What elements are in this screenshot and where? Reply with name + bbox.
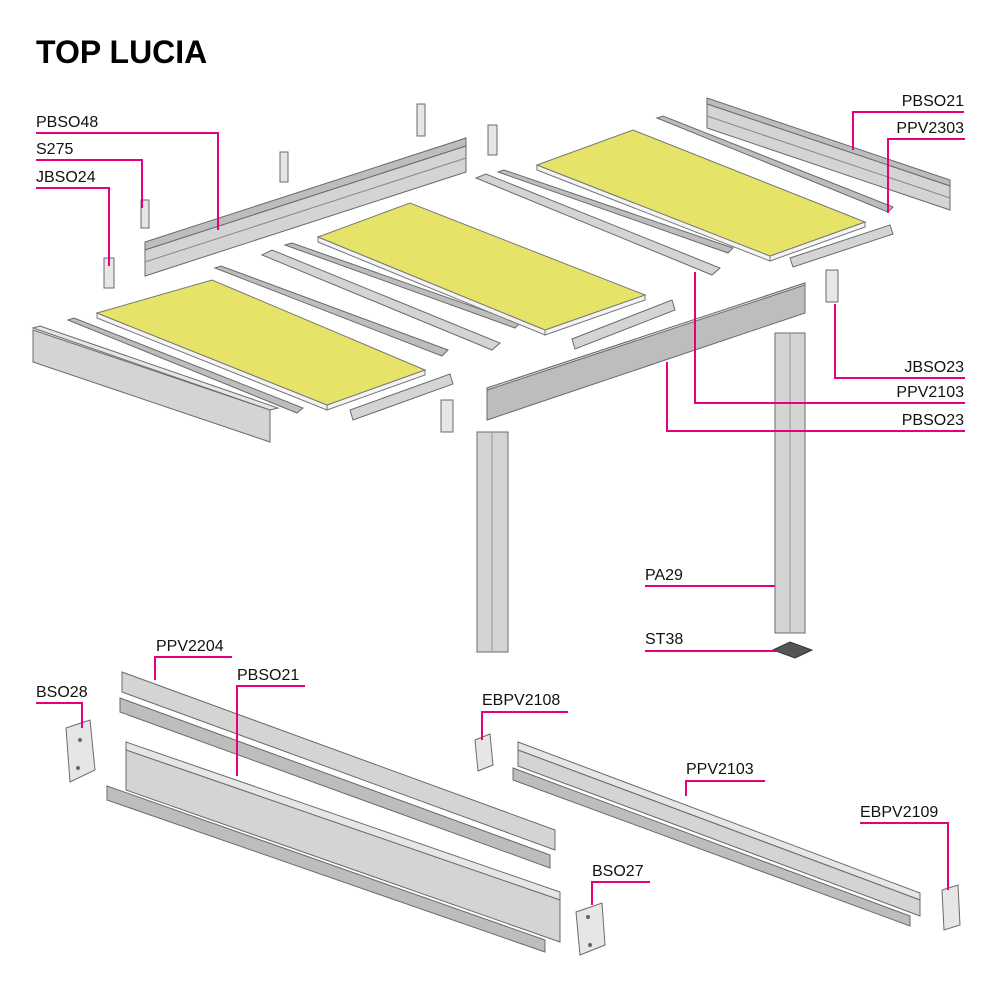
callout-ppv2303: PPV2303 xyxy=(887,120,965,213)
part-bso27 xyxy=(575,902,606,956)
callout-ppv2103-top: PPV2103 xyxy=(694,272,965,404)
svg-text:PPV2103: PPV2103 xyxy=(896,384,964,401)
part-pbso21-top xyxy=(706,97,951,211)
part-pbso48 xyxy=(144,137,467,277)
svg-text:JBSO24: JBSO24 xyxy=(36,169,96,186)
callout-jbso23: JBSO23 xyxy=(834,304,965,379)
svg-text:PPV2204: PPV2204 xyxy=(156,638,224,655)
svg-text:EBPV2108: EBPV2108 xyxy=(482,692,560,709)
callout-pbso21-bottom: PBSO21 xyxy=(236,667,305,776)
bracket-parts-lower xyxy=(440,269,839,433)
svg-text:EBPV2109: EBPV2109 xyxy=(860,804,938,821)
callout-bso27: BSO27 xyxy=(591,863,650,905)
diagram-title: TOP LUCIA xyxy=(36,34,208,70)
part-pbso23 xyxy=(486,282,806,421)
callout-ppv2103-bottom: PPV2103 xyxy=(685,761,765,796)
callout-pbso21-top: PBSO21 xyxy=(852,93,964,150)
part-st38 xyxy=(771,641,814,659)
bracket-parts-top xyxy=(103,103,498,289)
part-ebpv2108 xyxy=(474,733,494,772)
svg-text:ST38: ST38 xyxy=(645,631,683,648)
rail-profiles xyxy=(66,115,894,421)
callout-pbso23: PBSO23 xyxy=(666,362,965,432)
svg-text:PBSO48: PBSO48 xyxy=(36,114,98,131)
part-ppv2204 xyxy=(119,671,556,869)
callout-ebpv2109: EBPV2109 xyxy=(860,804,949,890)
part-pa29-posts xyxy=(476,332,806,653)
callout-jbso24: JBSO24 xyxy=(36,169,110,266)
polycarbonate-panels xyxy=(95,129,867,411)
svg-text:S275: S275 xyxy=(36,141,73,158)
callout-ebpv2108: EBPV2108 xyxy=(481,692,568,740)
svg-text:BSO27: BSO27 xyxy=(592,863,644,880)
callout-s275: S275 xyxy=(36,141,143,208)
callout-ppv2204: PPV2204 xyxy=(154,638,232,680)
part-ebpv2109 xyxy=(941,884,961,931)
part-pbso21-bottom xyxy=(106,741,561,953)
svg-text:PBSO21: PBSO21 xyxy=(237,667,299,684)
svg-text:PA29: PA29 xyxy=(645,567,683,584)
svg-text:PPV2303: PPV2303 xyxy=(896,120,964,137)
part-front-gutter xyxy=(31,325,280,443)
svg-text:BSO28: BSO28 xyxy=(36,684,88,701)
part-bso28 xyxy=(65,719,96,783)
callout-st38: ST38 xyxy=(645,631,776,652)
svg-text:PBSO23: PBSO23 xyxy=(902,412,964,429)
svg-text:PPV2103: PPV2103 xyxy=(686,761,754,778)
callout-bso28: BSO28 xyxy=(36,684,88,728)
callout-pa29: PA29 xyxy=(645,567,775,587)
svg-text:JBSO23: JBSO23 xyxy=(904,359,964,376)
part-ppv2103-bottom xyxy=(512,741,921,927)
svg-text:PBSO21: PBSO21 xyxy=(902,93,964,110)
callout-pbso48: PBSO48 xyxy=(36,114,219,230)
